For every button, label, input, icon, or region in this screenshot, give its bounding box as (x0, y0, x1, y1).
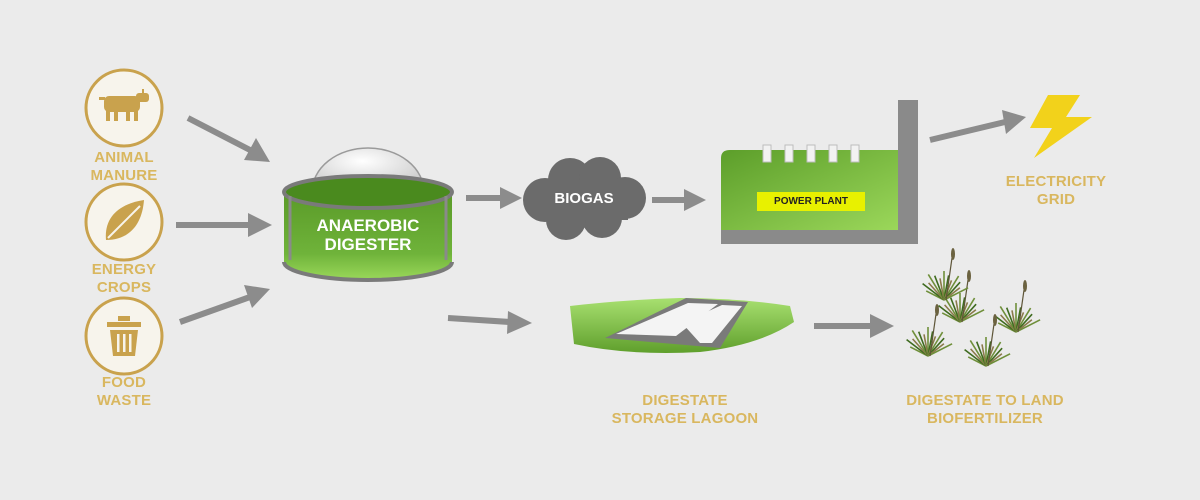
grass-tuft (964, 314, 1011, 367)
digester-label: ANAEROBIC DIGESTER (316, 216, 420, 254)
arrow-waste-to-digester (178, 285, 270, 325)
arrow-power-plant-to-grid (929, 110, 1026, 143)
cow-icon (84, 68, 164, 148)
lightning-icon (1030, 95, 1092, 158)
power-plant (721, 100, 918, 244)
leaf-icon (84, 182, 164, 262)
storage-lagoon-label: DIGESTATE STORAGE LAGOON (611, 392, 759, 427)
grass-tuft (938, 270, 985, 323)
storage-lagoon (570, 298, 794, 353)
grass-tuft (994, 280, 1041, 333)
grass-tufts-icon (906, 248, 1041, 367)
trash-bin-icon (84, 296, 164, 376)
arrow-digester-to-biogas (466, 187, 522, 209)
biogas-label: BIOGAS (554, 190, 614, 207)
arrow-biogas-to-power-plant (652, 189, 706, 211)
arrow-manure-to-digester (186, 115, 270, 162)
input-label-animal-manure: ANIMAL MANURE (90, 149, 158, 184)
grass-tuft (922, 248, 969, 301)
biofertilizer-label: DIGESTATE TO LAND BIOFERTILIZER (906, 392, 1064, 427)
biogas-cloud (523, 157, 646, 240)
input-label-food-waste: FOOD WASTE (96, 374, 152, 409)
arrow-crops-to-digester (176, 213, 272, 237)
input-label-energy-crops: ENERGY CROPS (91, 261, 157, 296)
power-plant-label: POWER PLANT (774, 196, 848, 207)
arrow-digester-to-lagoon (447, 311, 532, 334)
arrow-lagoon-to-land (814, 314, 894, 338)
electricity-grid-label: ELECTRICITY GRID (1005, 173, 1107, 208)
grass-tuft (906, 304, 953, 357)
anaerobic-digester (282, 147, 454, 282)
